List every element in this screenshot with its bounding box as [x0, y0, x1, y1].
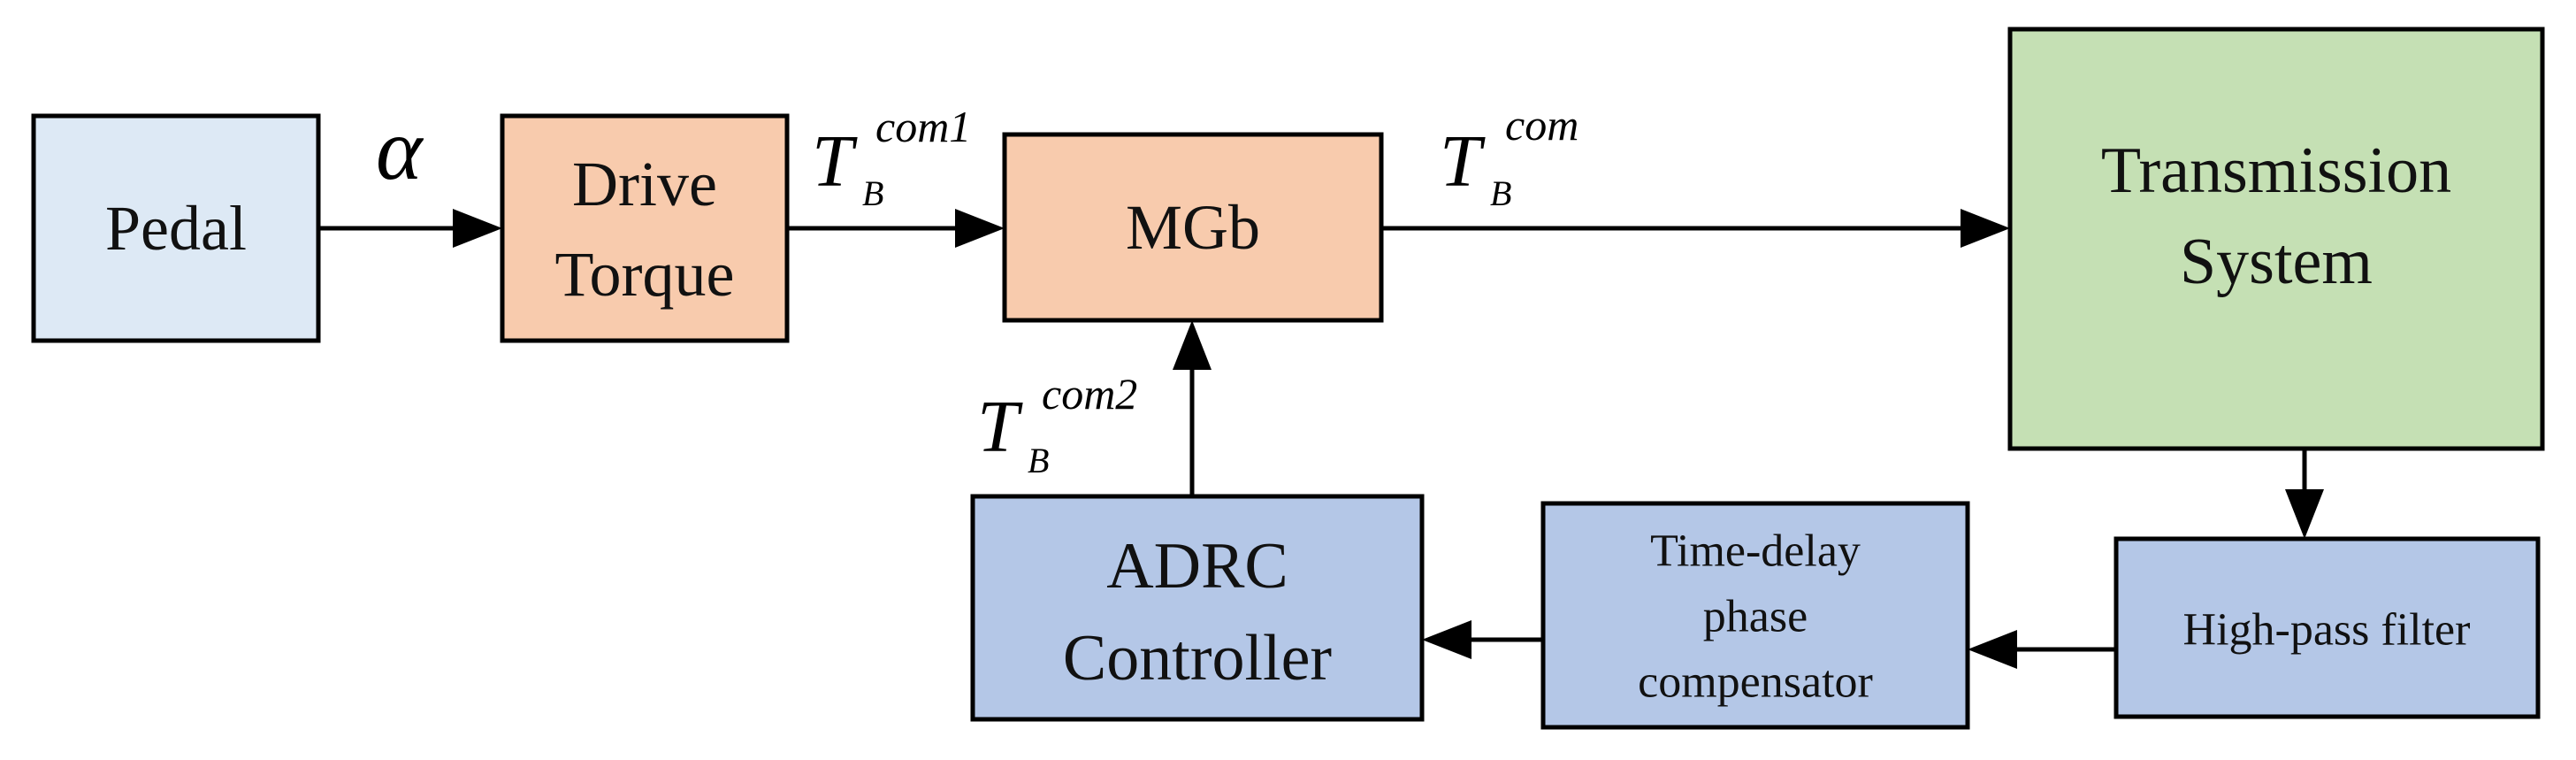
- compensator-label-line1: Time-delay: [1650, 526, 1861, 577]
- pedal-label: Pedal: [105, 193, 247, 264]
- drive-torque-label-line1: Drive: [572, 149, 717, 219]
- pedal-block: Pedal: [31, 113, 321, 343]
- arrow-mgb-to-transmission: [1381, 209, 2010, 248]
- tb-com2-sup: com2: [1042, 369, 1137, 418]
- arrow-compensator-to-adrc: [1422, 620, 1543, 659]
- tb-com1-sub: B: [862, 173, 883, 213]
- arrow-highpass-to-compensator: [1968, 630, 2116, 669]
- transmission-system-block: Transmission System: [2007, 27, 2545, 451]
- mgb-label: MGb: [1126, 192, 1260, 263]
- compensator-label-line3: compensator: [1638, 657, 1873, 708]
- tb-com-sub: B: [1490, 173, 1511, 213]
- transmission-label-line2: System: [2180, 226, 2373, 298]
- arrow-adrc-to-mgb: [1173, 320, 1212, 496]
- tb-com1-base: T: [812, 120, 858, 203]
- arrow-drive-to-mgb: [787, 209, 1005, 248]
- compensator-label-line2: phase: [1703, 592, 1808, 642]
- tb-com2-sub: B: [1028, 441, 1049, 480]
- tb-com-signal-label: T B com: [1440, 100, 1578, 213]
- adrc-label-line1: ADRC: [1106, 530, 1288, 603]
- transmission-label-line1: Transmission: [2101, 134, 2451, 207]
- high-pass-filter-block: High-pass filter: [2114, 536, 2541, 719]
- tb-com2-base: T: [977, 386, 1023, 468]
- arrow-transmission-to-highpass: [2285, 449, 2324, 539]
- tb-com-base: T: [1440, 120, 1486, 203]
- tb-com2-signal-label: T B com2: [977, 369, 1137, 480]
- tb-com1-signal-label: T B com1: [812, 102, 971, 213]
- adrc-label-line2: Controller: [1063, 622, 1332, 695]
- alpha-signal-label: α: [376, 100, 424, 198]
- drive-torque-block: Drive Torque: [500, 113, 790, 343]
- adrc-controller-block: ADRC Controller: [970, 494, 1425, 722]
- mgb-block: MGb: [1002, 132, 1384, 323]
- tb-com-sup: com: [1505, 100, 1578, 150]
- drive-torque-label-line2: Torque: [555, 239, 735, 310]
- arrow-pedal-to-drive: [318, 209, 502, 248]
- high-pass-label: High-pass filter: [2183, 605, 2471, 656]
- time-delay-compensator-block: Time-delay phase compensator: [1540, 501, 1970, 730]
- tb-com1-sup: com1: [875, 102, 971, 151]
